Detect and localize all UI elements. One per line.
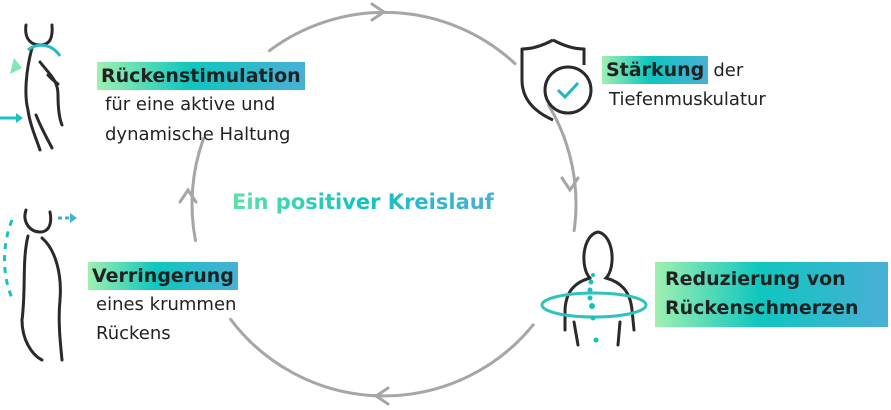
arrow-down-icon bbox=[560, 176, 580, 193]
posture-stimulation-icon bbox=[24, 23, 64, 152]
shield-check-icon bbox=[520, 38, 593, 122]
cycle-arc-right bbox=[547, 103, 578, 233]
cycle-arc-top bbox=[267, 10, 517, 66]
step-2-line2: Tiefenmuskulatur bbox=[609, 89, 766, 110]
arrow-left-icon bbox=[373, 386, 390, 406]
step-2-highlight: Stärkung bbox=[602, 56, 709, 84]
step-3-line1: Reduzierung von bbox=[665, 268, 846, 290]
curved-back-icon bbox=[20, 208, 64, 362]
step-4-line1: eines krummen bbox=[96, 294, 237, 315]
step-4-line2: Rückens bbox=[96, 323, 171, 344]
step-4-highlight: Verringerung bbox=[88, 262, 238, 290]
step-3-line2: Rückenschmerzen bbox=[665, 297, 859, 319]
cycle-arc-left bbox=[190, 136, 206, 243]
arrow-up-icon bbox=[178, 187, 198, 204]
cycle-arc-bottom bbox=[229, 317, 535, 398]
step-1-line1: für eine aktive und bbox=[105, 94, 276, 115]
step-2-rest: der bbox=[713, 60, 744, 81]
step-3-highlight-box: Reduzierung von Rückenschmerzen bbox=[655, 262, 888, 327]
arrow-right-icon bbox=[370, 2, 387, 22]
center-title: Ein positiver Kreislauf bbox=[232, 190, 494, 214]
step-1-highlight: Rückenstimulation bbox=[97, 62, 305, 90]
step-2-title: Stärkung der bbox=[602, 56, 743, 84]
step-1-line2: dynamische Haltung bbox=[105, 124, 291, 145]
back-spine-icon bbox=[563, 230, 636, 347]
